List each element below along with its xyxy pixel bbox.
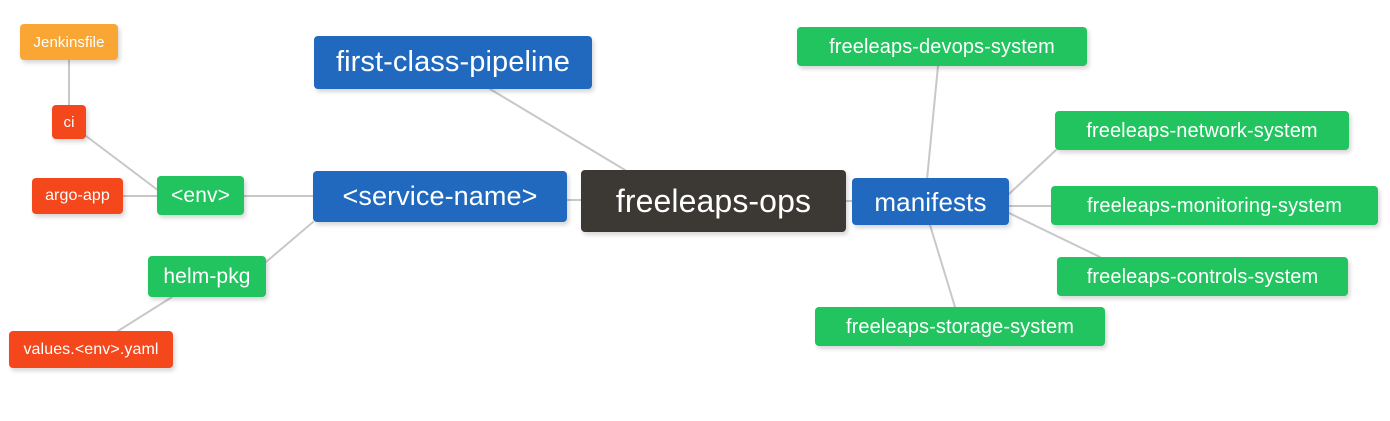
node-label-manifests: manifests (874, 186, 987, 217)
node-argo-app[interactable]: argo-app (32, 178, 123, 214)
node-freeleaps-storage-system[interactable]: freeleaps-storage-system (815, 307, 1105, 346)
node-label-freeleaps-controls-system: freeleaps-controls-system (1086, 265, 1319, 288)
node-label-env: <env> (171, 184, 230, 207)
edge-manifests-to-freeleaps-network-system (1008, 149, 1057, 195)
node-freeleaps-network-system[interactable]: freeleaps-network-system (1055, 111, 1349, 150)
node-freeleaps-monitoring-system[interactable]: freeleaps-monitoring-system (1051, 186, 1378, 225)
edge-helm-pkg-to-values-env-yaml (117, 296, 173, 332)
node-label-freeleaps-monitoring-system: freeleaps-monitoring-system (1086, 194, 1342, 217)
node-label-jenkinsfile: Jenkinsfile (33, 33, 105, 51)
node-values-env-yaml[interactable]: values.<env>.yaml (9, 331, 173, 368)
node-label-freeleaps-ops: freeleaps-ops (615, 183, 812, 219)
node-label-freeleaps-storage-system: freeleaps-storage-system (845, 315, 1075, 338)
node-manifests[interactable]: manifests (852, 178, 1009, 225)
node-freeleaps-ops[interactable]: freeleaps-ops (581, 170, 846, 232)
node-freeleaps-devops-system[interactable]: freeleaps-devops-system (797, 27, 1087, 66)
node-label-freeleaps-devops-system: freeleaps-devops-system (829, 35, 1055, 58)
node-helm-pkg[interactable]: helm-pkg (148, 256, 266, 297)
edge-manifests-to-freeleaps-storage-system (929, 224, 956, 308)
node-label-ci: ci (63, 113, 75, 131)
node-env[interactable]: <env> (157, 176, 244, 215)
edge-service-name-to-helm-pkg (265, 221, 314, 263)
node-freeleaps-controls-system[interactable]: freeleaps-controls-system (1057, 257, 1348, 296)
node-label-argo-app: argo-app (45, 187, 110, 204)
node-service-name[interactable]: <service-name> (313, 171, 567, 222)
node-label-helm-pkg: helm-pkg (163, 265, 251, 288)
node-ci[interactable]: ci (52, 105, 86, 139)
node-label-service-name: <service-name> (342, 181, 538, 211)
node-label-values-env-yaml: values.<env>.yaml (23, 340, 159, 358)
node-first-class-pipeline[interactable]: first-class-pipeline (314, 36, 592, 89)
node-label-first-class-pipeline: first-class-pipeline (335, 46, 571, 78)
node-label-freeleaps-network-system: freeleaps-network-system (1086, 119, 1318, 142)
edge-first-class-pipeline-to-freeleaps-ops (489, 88, 626, 171)
node-jenkinsfile[interactable]: Jenkinsfile (20, 24, 118, 60)
